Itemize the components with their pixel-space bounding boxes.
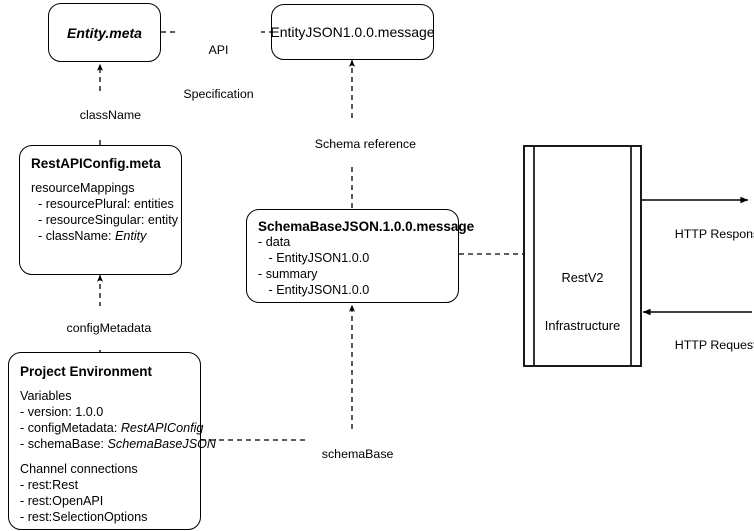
node-entity-json-message-label: EntityJSON1.0.0.message: [270, 24, 435, 40]
rest-infrastructure-line-1: RestV2: [561, 269, 604, 285]
project-environment-var-3-value: SchemaBaseJSON: [107, 437, 217, 452]
project-environment-channel-2: - rest:OpenAPI: [20, 494, 104, 509]
node-schema-base-message[interactable]: SchemaBaseJSON.1.0.0.message - data - En…: [246, 209, 475, 303]
schema-reference-text: Schema reference: [314, 136, 417, 151]
http-request-text: HTTP Request: [674, 337, 754, 352]
schema-base-line-2: - EntityJSON1.0.0: [258, 251, 370, 266]
rest-infrastructure-line-2: Infrastructure: [544, 317, 621, 333]
schema-base-line-1: - data: [258, 235, 291, 250]
http-response-text: HTTP Response: [674, 226, 754, 241]
project-environment-channel-3: - rest:SelectionOptions: [20, 510, 148, 525]
rest-api-config-line-1: resourceMappings: [31, 181, 135, 196]
spacer: [31, 172, 170, 181]
spacer: [20, 380, 189, 389]
node-schema-base-message-title: SchemaBaseJSON.1.0.0.message: [258, 219, 475, 234]
project-environment-var-2: - configMetadata: RestAPIConfig: [20, 421, 203, 437]
schema-base-line-4: - EntityJSON1.0.0: [258, 283, 370, 298]
rest-api-config-line-2: - resourcePlural: entities: [31, 197, 174, 212]
edge-label-api-specification: API Specification: [176, 14, 261, 131]
node-entity-meta-label: Entity.meta: [67, 24, 142, 41]
edge-label-schema-base: schemaBase: [306, 432, 393, 476]
node-project-environment-title: Project Environment: [20, 364, 153, 379]
config-metadata-text: configMetadata: [66, 320, 152, 335]
node-rest-api-config[interactable]: RestAPIConfig.meta resourceMappings - re…: [19, 145, 182, 275]
api-specification-line-1: API: [208, 43, 229, 58]
schema-base-text: schemaBase: [321, 446, 394, 461]
edge-label-class-name: className: [64, 93, 142, 137]
edge-label-http-request: HTTP Request: [659, 323, 754, 367]
project-environment-var-3-prefix: - schemaBase:: [20, 437, 108, 452]
class-name-text: className: [79, 107, 142, 122]
node-rest-api-config-title: RestAPIConfig.meta: [31, 156, 161, 171]
project-environment-var-2-prefix: - configMetadata:: [20, 421, 121, 436]
schema-base-line-3: - summary: [258, 267, 318, 282]
edge-label-http-response: HTTP Response: [659, 212, 754, 256]
rest-api-config-line-4: - className: Entity: [31, 229, 170, 245]
rest-api-config-line-4-value: Entity: [114, 229, 147, 244]
edge-schema-base: [201, 304, 355, 441]
api-specification-line-2: Specification: [183, 87, 254, 102]
project-environment-var-1: - version: 1.0.0: [20, 405, 104, 420]
node-rest-infrastructure-label: RestV2 Infrastructure: [534, 238, 631, 366]
edge-label-schema-reference: Schema reference: [299, 122, 416, 166]
project-environment-variables-header: Variables: [20, 389, 72, 404]
node-entity-json-message[interactable]: EntityJSON1.0.0.message: [270, 4, 435, 60]
project-environment-var-2-value: RestAPIConfig: [120, 421, 204, 436]
node-project-environment[interactable]: Project Environment Variables - version:…: [8, 352, 216, 530]
project-environment-var-3: - schemaBase: SchemaBaseJSON: [20, 437, 216, 453]
project-environment-channel-1: - rest:Rest: [20, 478, 79, 493]
rest-api-config-line-4-prefix: - className:: [31, 229, 115, 244]
spacer: [20, 453, 189, 462]
project-environment-channels-header: Channel connections: [20, 462, 138, 477]
edge-label-config-metadata: configMetadata: [48, 306, 156, 350]
rest-api-config-line-3: - resourceSingular: entity: [31, 213, 178, 228]
node-entity-meta[interactable]: Entity.meta: [48, 3, 161, 62]
